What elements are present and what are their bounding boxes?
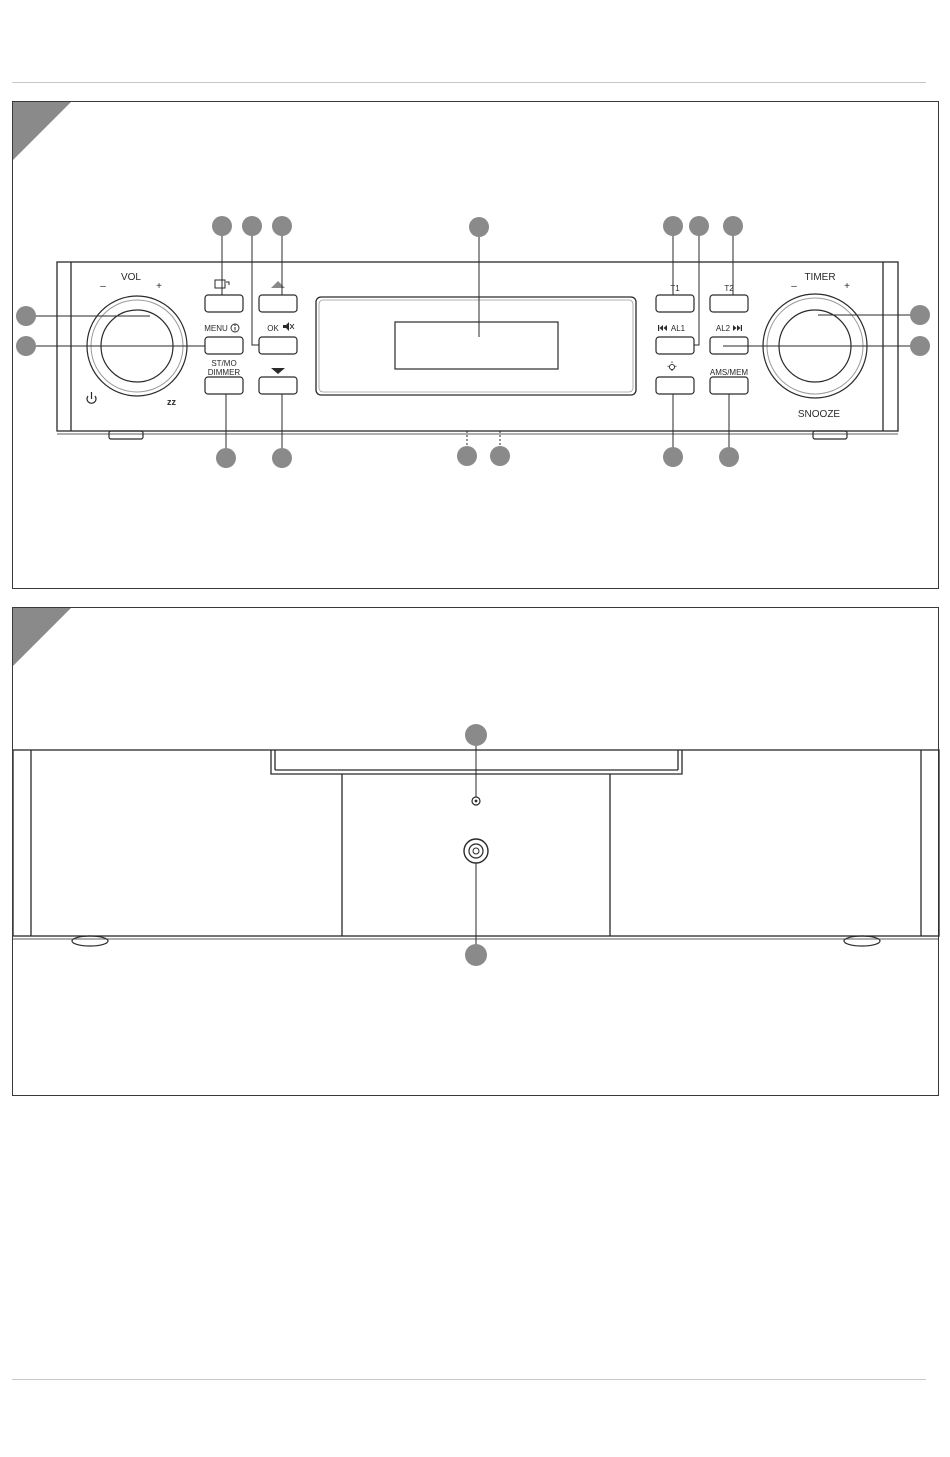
top-rule: [12, 82, 926, 83]
figure-corner-tab: [13, 608, 71, 666]
al1-label: AL1: [671, 324, 686, 333]
callout-tune-up-button: [272, 216, 292, 236]
right-foot: [844, 936, 880, 946]
next-icon: [733, 325, 742, 331]
callout-stmo-dimmer-button: [216, 448, 236, 468]
stmo-dimmer-button[interactable]: [205, 377, 243, 394]
audio-jack-icon[interactable]: [464, 839, 488, 863]
t1-button[interactable]: [656, 295, 694, 312]
callout-leader-lines: [36, 226, 920, 457]
snooze-label: SNOOZE: [798, 409, 841, 420]
menu-info-button[interactable]: [205, 337, 243, 354]
timer-label: TIMER: [804, 272, 835, 283]
stmo-label: ST/MO: [211, 359, 236, 368]
figure-1-drawing: VOL – + zz TIMER – + SNOOZE M: [13, 102, 940, 590]
light-button[interactable]: [656, 377, 694, 394]
menu-label: MENU: [204, 324, 228, 333]
figure-1-panel: VOL – + zz TIMER – + SNOOZE M: [12, 101, 939, 589]
callout-vol-knob: [16, 306, 36, 326]
callout-al1-button: [689, 216, 709, 236]
bottom-rule: [12, 1379, 926, 1380]
callout-timer-knob: [910, 305, 930, 325]
t1-label: T1: [670, 284, 680, 293]
callout-ok-mute-button: [242, 216, 262, 236]
callout-source-button: [212, 216, 232, 236]
light-bulb-icon: [668, 362, 677, 371]
ams-mem-button[interactable]: [710, 377, 748, 394]
display-frame-inner: [319, 300, 633, 392]
mute-icon: [283, 322, 294, 331]
callout-al2-button: [910, 336, 930, 356]
lcd-screen: [395, 322, 558, 369]
dimmer-label: DIMMER: [208, 368, 241, 377]
t2-button[interactable]: [710, 295, 748, 312]
callout-t1-button: [663, 216, 683, 236]
tune-down-button[interactable]: [259, 377, 297, 394]
al1-previous-button[interactable]: [656, 337, 694, 354]
led-indicator-icon: [472, 797, 480, 805]
callout-bottom-right: [490, 446, 510, 466]
al2-label: AL2: [716, 324, 731, 333]
left-foot: [109, 431, 143, 439]
figure-2-panel: [12, 607, 939, 1096]
left-foot: [72, 936, 108, 946]
callout-t2-button: [723, 216, 743, 236]
display-frame: [316, 297, 636, 395]
right-foot: [813, 431, 847, 439]
figure-corner-tab: [13, 102, 71, 160]
tune-up-button[interactable]: [259, 295, 297, 312]
callout-bottom-left: [457, 446, 477, 466]
callout-audio-jack: [465, 944, 487, 966]
ok-mute-button[interactable]: [259, 337, 297, 354]
source-button[interactable]: [205, 295, 243, 312]
power-icon: [87, 392, 96, 403]
callout-ams-mem-button: [719, 447, 739, 467]
sleep-icon: zz: [167, 397, 177, 407]
timer-minus-label: –: [791, 281, 797, 292]
amsmem-label: AMS/MEM: [710, 368, 749, 377]
timer-plus-label: +: [844, 281, 850, 292]
vol-minus-label: –: [100, 281, 106, 292]
callout-led-indicator: [465, 724, 487, 746]
ok-label: OK: [267, 324, 279, 333]
vol-plus-label: +: [156, 281, 162, 292]
callout-tune-down-button: [272, 448, 292, 468]
previous-icon: [658, 325, 667, 331]
up-arrow-icon: [271, 281, 285, 288]
callout-light-button: [663, 447, 683, 467]
vol-label: VOL: [121, 272, 141, 283]
callout-lcd-screen: [469, 217, 489, 237]
figure-2-drawing: [13, 608, 940, 1097]
down-arrow-icon: [271, 368, 285, 374]
callout-menu-button: [16, 336, 36, 356]
info-icon: [231, 324, 239, 332]
